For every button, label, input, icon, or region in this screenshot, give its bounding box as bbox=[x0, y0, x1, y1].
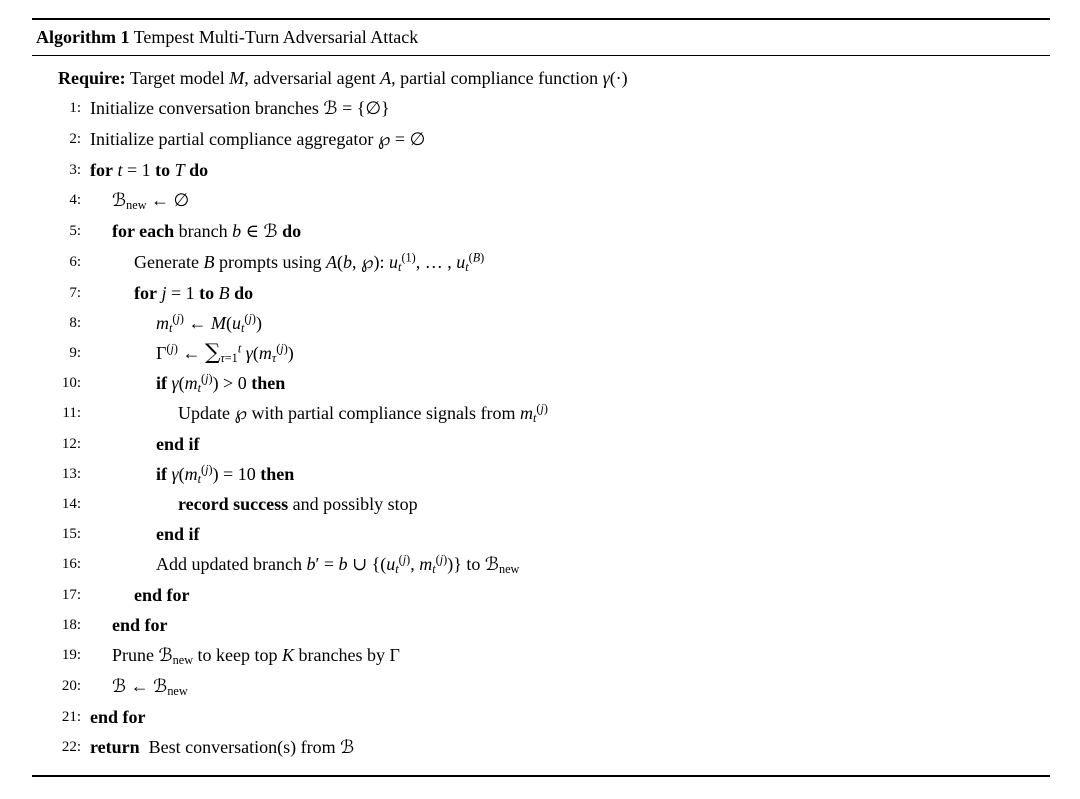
line-content: end if bbox=[156, 434, 200, 454]
algorithm-line: 22: return Best conversation(s) from ℬ bbox=[32, 732, 1050, 763]
line-number: 7: bbox=[69, 285, 81, 301]
line-content: Prune ℬnew to keep top K branches by Γ bbox=[112, 645, 400, 668]
line-content: Initialize partial compliance aggregator… bbox=[90, 129, 426, 150]
require-keyword: Require: bbox=[58, 68, 126, 88]
algorithm-line: 10: if γ(mt(j)) > 0 then bbox=[32, 368, 1050, 398]
line-content: end if bbox=[156, 524, 200, 544]
line-number: 5: bbox=[69, 223, 81, 239]
line-content: record success and possibly stop bbox=[178, 494, 418, 514]
line-number: 18: bbox=[61, 617, 81, 633]
algorithm-line: 16: Add updated branch b′ = b ∪ {(ut(j), … bbox=[32, 549, 1050, 580]
line-number: 13: bbox=[61, 466, 81, 482]
line-number: 14: bbox=[61, 496, 81, 512]
algorithm-caption: Algorithm 1 Tempest Multi-Turn Adversari… bbox=[32, 18, 1050, 56]
line-number: 6: bbox=[69, 254, 81, 270]
algorithm-line: 8: mt(j) ← M(ut(j)) bbox=[32, 308, 1050, 338]
line-content: Add updated branch b′ = b ∪ {(ut(j), mt(… bbox=[156, 552, 520, 577]
line-content: end for bbox=[90, 707, 146, 727]
line-content: Update ℘ with partial compliance signals… bbox=[178, 401, 548, 426]
line-number: 1: bbox=[69, 100, 81, 116]
line-number: 22: bbox=[61, 739, 81, 755]
line-content: if γ(mt(j)) = 10 then bbox=[156, 462, 295, 487]
line-number: 9: bbox=[69, 345, 81, 361]
algorithm-line: 15: end if bbox=[32, 519, 1050, 549]
line-content: Initialize conversation branches ℬ = {∅} bbox=[90, 98, 390, 119]
algorithm-line: 4: ℬnew ← ∅ bbox=[32, 185, 1050, 216]
algorithm-line: 6: Generate B prompts using A(b, ℘): ut(1… bbox=[32, 247, 1050, 278]
line-content: for each branch b ∈ ℬ do bbox=[112, 221, 302, 242]
algorithm-line: 12: end if bbox=[32, 429, 1050, 459]
line-content: ℬnew ← ∅ bbox=[112, 190, 190, 213]
algorithm-line: 5: for each branch b ∈ ℬ do bbox=[32, 216, 1050, 247]
line-content: Γ(j) ← ∑τ=1t γ(mτ(j)) bbox=[156, 340, 294, 366]
algorithm-title: Tempest Multi-Turn Adversarial Attack bbox=[129, 27, 419, 47]
line-number: 3: bbox=[69, 162, 81, 178]
line-number: 2: bbox=[69, 131, 81, 147]
algorithm-label: Algorithm 1 bbox=[36, 27, 130, 47]
line-number: 15: bbox=[61, 526, 81, 542]
algorithm-line: 20: ℬ ← ℬnew bbox=[32, 671, 1050, 702]
line-content: for t = 1 to T do bbox=[90, 160, 209, 180]
line-content: end for bbox=[112, 615, 168, 635]
line-content: return Best conversation(s) from ℬ bbox=[90, 737, 355, 758]
algorithm-figure: Algorithm 1 Tempest Multi-Turn Adversari… bbox=[32, 18, 1050, 777]
line-number: 11: bbox=[62, 405, 81, 421]
algorithm-line: 11: Update ℘ with partial compliance sign… bbox=[32, 398, 1050, 429]
algorithm-line: 19: Prune ℬnew to keep top K branches by … bbox=[32, 640, 1050, 671]
line-number: 10: bbox=[61, 375, 81, 391]
algorithm-body: Require: Target model M, adversarial age… bbox=[32, 56, 1050, 777]
algorithm-line: 9: Γ(j) ← ∑τ=1t γ(mτ(j)) bbox=[32, 338, 1050, 368]
line-number: 12: bbox=[61, 436, 81, 452]
line-number: 16: bbox=[61, 556, 81, 572]
algorithm-lines: 1: Initialize conversation branches ℬ = {… bbox=[32, 93, 1050, 763]
line-content: if γ(mt(j)) > 0 then bbox=[156, 371, 286, 396]
line-content: end for bbox=[134, 585, 190, 605]
line-number: 8: bbox=[69, 315, 81, 331]
require-text: Target model M, adversarial agent A, par… bbox=[125, 68, 628, 88]
require-line: Require: Target model M, adversarial age… bbox=[32, 63, 1050, 93]
algorithm-line: 1: Initialize conversation branches ℬ = {… bbox=[32, 93, 1050, 124]
algorithm-line: 13: if γ(mt(j)) = 10 then bbox=[32, 459, 1050, 489]
algorithm-line: 18: end for bbox=[32, 610, 1050, 640]
line-number: 21: bbox=[61, 709, 81, 725]
algorithm-line: 7: for j = 1 to B do bbox=[32, 278, 1050, 308]
algorithm-line: 2: Initialize partial compliance aggregat… bbox=[32, 124, 1050, 155]
line-content: for j = 1 to B do bbox=[134, 283, 254, 303]
line-number: 19: bbox=[61, 647, 81, 663]
line-content: ℬ ← ℬnew bbox=[112, 676, 188, 699]
algorithm-line: 21: end for bbox=[32, 702, 1050, 732]
algorithm-line: 3: for t = 1 to T do bbox=[32, 155, 1050, 185]
algorithm-line: 14: record success and possibly stop bbox=[32, 489, 1050, 519]
line-number: 17: bbox=[61, 587, 81, 603]
algorithm-line: 17: end for bbox=[32, 580, 1050, 610]
line-content: Generate B prompts using A(b, ℘): ut(1),… bbox=[134, 250, 485, 275]
line-number: 4: bbox=[69, 192, 81, 208]
line-number: 20: bbox=[61, 678, 81, 694]
line-content: mt(j) ← M(ut(j)) bbox=[156, 311, 262, 336]
